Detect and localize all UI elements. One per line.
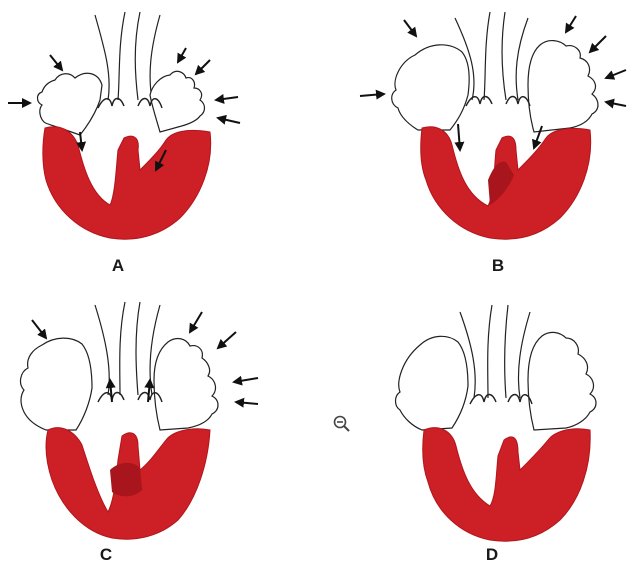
arrow xyxy=(590,36,606,52)
arrow xyxy=(606,70,626,78)
arrow xyxy=(196,60,210,74)
atrium-right xyxy=(154,339,218,430)
ventricle-shade xyxy=(110,463,142,496)
arrow xyxy=(404,20,416,36)
arrow xyxy=(566,16,576,32)
panel-b-heart xyxy=(360,12,626,239)
arrow xyxy=(360,94,384,96)
ventricle-wall xyxy=(43,127,211,239)
semilunar-valves xyxy=(470,395,532,405)
arrow xyxy=(80,132,82,150)
arrow xyxy=(236,402,258,404)
arrow xyxy=(190,312,202,332)
semilunar-valves xyxy=(466,97,530,107)
panel-d-heart xyxy=(396,305,597,541)
atrium-right xyxy=(150,71,205,132)
atrium-right xyxy=(528,332,596,430)
panel-label-d: D xyxy=(462,545,522,565)
atrium-left xyxy=(38,73,103,135)
atrium-left xyxy=(396,336,469,430)
arrow xyxy=(216,97,238,100)
arrow xyxy=(50,55,62,70)
arrow xyxy=(218,118,240,123)
arrow xyxy=(606,102,626,106)
atrium-left xyxy=(392,45,469,130)
panel-label-b: B xyxy=(468,256,528,276)
arrow xyxy=(234,378,258,382)
panel-a-heart xyxy=(8,12,240,239)
arrow xyxy=(110,380,112,402)
panel-label-a: A xyxy=(88,256,148,276)
great-vessels xyxy=(460,305,530,398)
arrow xyxy=(32,320,46,338)
great-vessels xyxy=(95,12,160,100)
arrow xyxy=(458,124,460,150)
arrow xyxy=(178,48,186,62)
arrow xyxy=(218,332,236,348)
panel-label-c: C xyxy=(76,545,136,565)
atrium-right xyxy=(528,41,598,132)
ventricle-wall xyxy=(423,428,590,541)
atrium-left xyxy=(21,338,92,430)
panel-c-heart xyxy=(21,302,258,539)
zoom-out-icon[interactable] xyxy=(332,414,352,434)
